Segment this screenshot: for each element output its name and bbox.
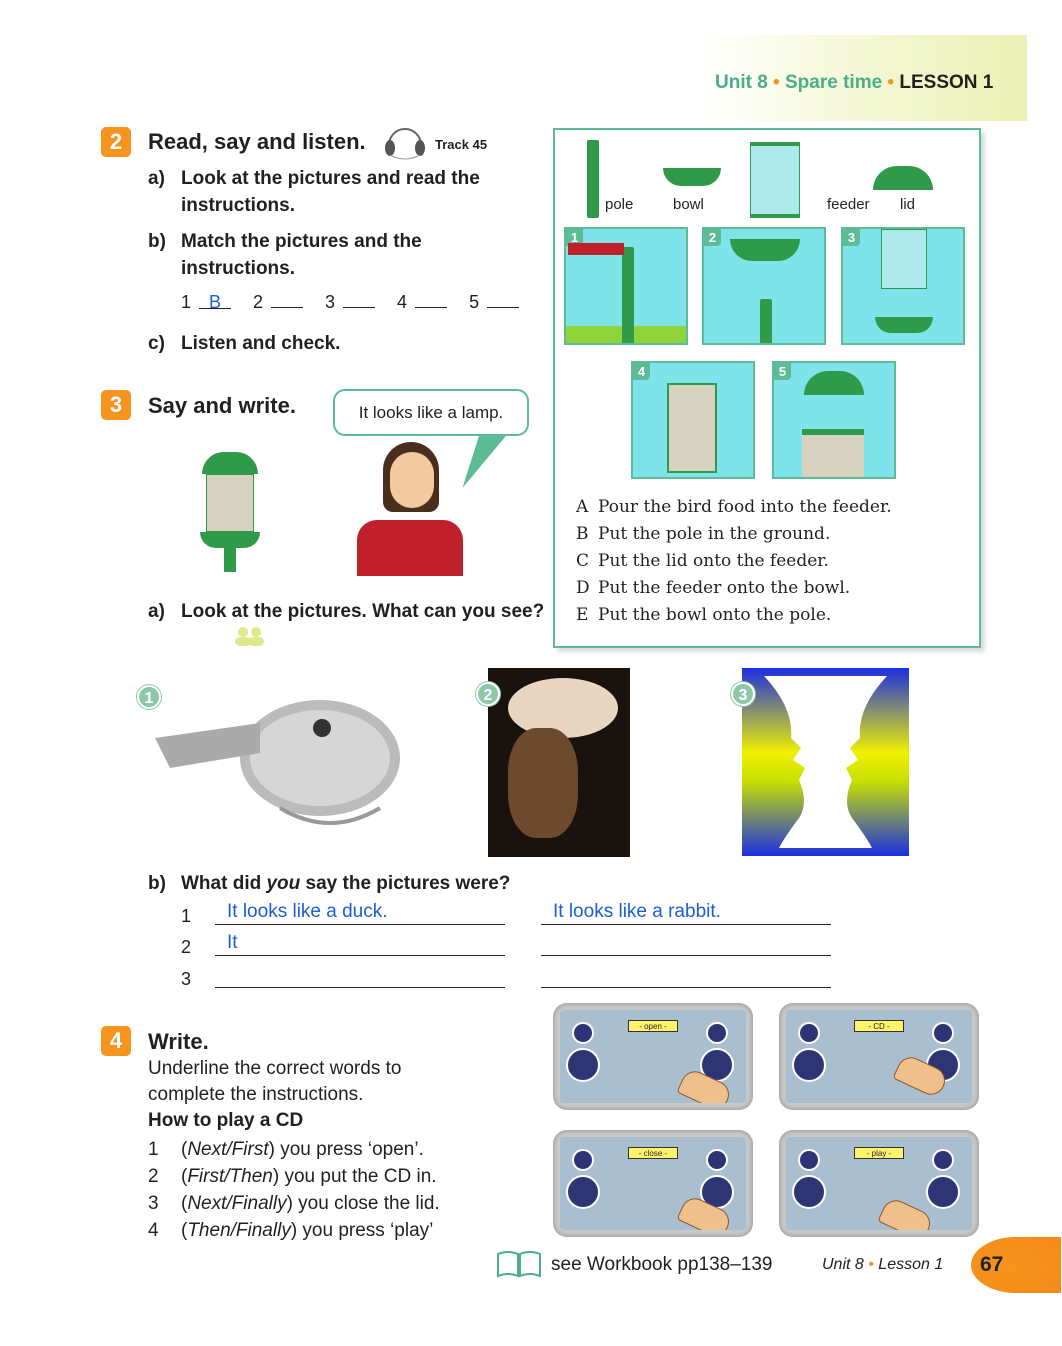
- bird-feeder-lamp-image: [200, 450, 260, 572]
- word-options[interactable]: Next/Finally: [187, 1193, 287, 1214]
- answer-field[interactable]: [343, 288, 376, 308]
- answer-line[interactable]: It: [215, 932, 505, 956]
- word-options[interactable]: Then/Finally: [187, 1220, 291, 1241]
- answer-field[interactable]: [487, 288, 520, 308]
- part-label: bowl: [673, 196, 704, 213]
- part-label: lid: [900, 196, 916, 213]
- headphones-icon[interactable]: [383, 121, 427, 161]
- answer-line[interactable]: [541, 964, 831, 988]
- cd-player-open: - open -: [553, 1003, 753, 1110]
- picture-number: 3: [731, 682, 755, 706]
- answer-field[interactable]: [415, 288, 448, 308]
- rubin-vase-illusion: [742, 668, 909, 856]
- page-number: 67: [971, 1237, 1061, 1293]
- instruction-c: c)Listen and check.: [148, 333, 341, 354]
- cd-steps-list: 1(Next/First) you press ‘open’. 2(First/…: [148, 1136, 440, 1244]
- pair-work-icon: [232, 626, 268, 646]
- instruction-a: a)Look at the pictures and read the inst…: [148, 168, 480, 216]
- cd-step: 2(First/Then) you put the CD in.: [148, 1166, 437, 1187]
- section-badge: 3: [101, 390, 131, 420]
- picture-number: 2: [476, 682, 500, 706]
- section-badge: 2: [101, 127, 131, 157]
- part-label: feeder: [827, 196, 870, 213]
- picture-number: 1: [137, 685, 161, 709]
- step-picture-1: 1: [564, 227, 688, 345]
- answer-line[interactable]: It looks like a duck.: [215, 901, 505, 925]
- lesson-header: Unit 8 • Spare time • LESSON 1: [715, 72, 994, 93]
- section-title: Read, say and listen.: [148, 129, 366, 154]
- track-label: Track 45: [435, 137, 488, 152]
- step-picture-4: 4: [631, 361, 755, 479]
- cd-player-play: - play -: [779, 1130, 979, 1237]
- step-picture-5: 5: [772, 361, 896, 479]
- cd-step: 1(Next/First) you press ‘open’.: [148, 1139, 424, 1160]
- workbook-reference[interactable]: see Workbook pp138–139: [551, 1254, 773, 1275]
- word-options[interactable]: First/Then: [187, 1166, 273, 1187]
- cd-player-close: - close -: [553, 1130, 753, 1237]
- footer-lesson: Unit 8 • Lesson 1: [822, 1256, 944, 1273]
- instruction-b: b)Match the pictures and the instruction…: [148, 231, 422, 279]
- word-options[interactable]: Next/First: [187, 1139, 269, 1160]
- answer-field[interactable]: [271, 288, 304, 308]
- answer-line[interactable]: [215, 964, 505, 988]
- cd-step: 4(Then/Finally) you press ‘play’: [148, 1220, 434, 1241]
- cd-player-insert: - CD -: [779, 1003, 979, 1110]
- cd-step: 3(Next/Finally) you close the lid.: [148, 1193, 440, 1214]
- section-title: Say and write.: [148, 393, 296, 418]
- subtitle: How to play a CD: [148, 1110, 304, 1131]
- lid-image: [873, 166, 933, 190]
- answer-field[interactable]: B: [199, 289, 232, 312]
- instruction-3a: a)Look at the pictures. What can you see…: [148, 601, 545, 622]
- section-title: Write.: [148, 1029, 209, 1054]
- bowl-image: [663, 168, 721, 186]
- section-badge: 4: [101, 1026, 131, 1056]
- pole-image: [587, 140, 599, 218]
- speech-bubble: It looks like a lamp.: [333, 389, 529, 436]
- answer-line[interactable]: [541, 932, 831, 956]
- part-label: pole: [605, 196, 634, 213]
- duck-rabbit-illusion: [150, 678, 412, 848]
- girl-illustration: [353, 442, 466, 576]
- step-picture-3: 3: [841, 227, 965, 345]
- answer-line[interactable]: It looks like a rabbit.: [541, 901, 831, 925]
- old-young-woman-illusion: [488, 668, 630, 857]
- step-picture-2: 2: [702, 227, 826, 345]
- workbook-icon: [496, 1250, 542, 1278]
- feeder-image: [750, 142, 800, 218]
- instruction-3b: b)What did you say the pictures were?: [148, 873, 511, 894]
- section-instruction: Underline the correct words to complete …: [148, 1058, 402, 1105]
- header-band: [700, 35, 1027, 121]
